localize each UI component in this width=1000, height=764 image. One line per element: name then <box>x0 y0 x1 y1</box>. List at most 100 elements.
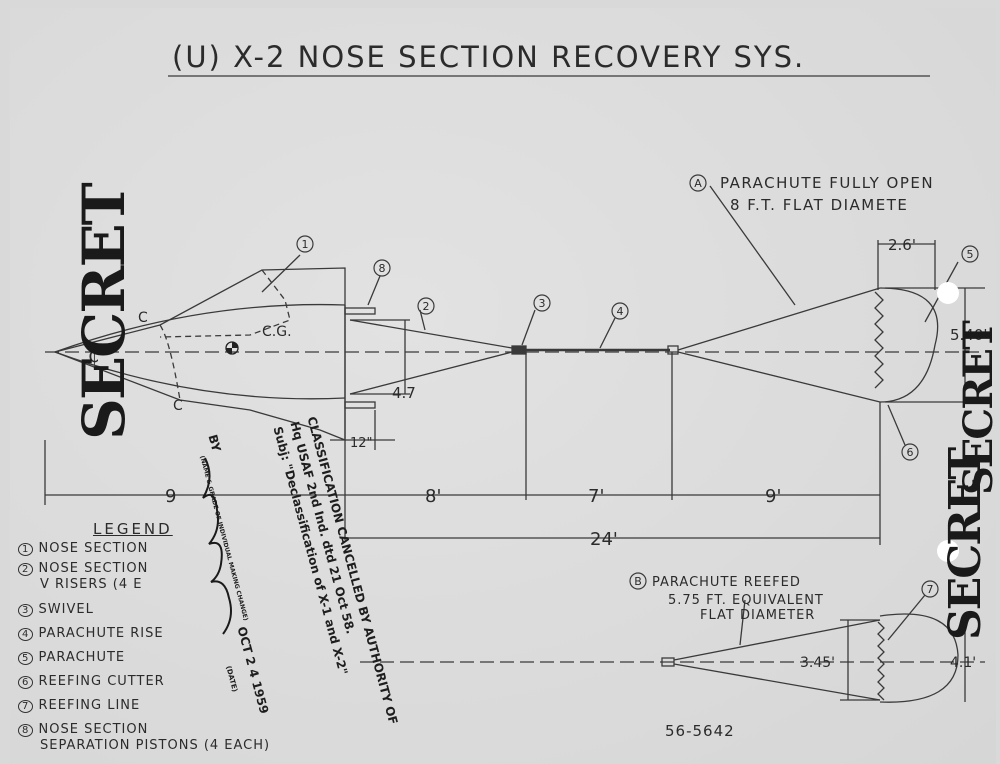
label-cg: C.G. <box>262 324 292 340</box>
callout-circle-1 <box>296 235 314 253</box>
open-canopy <box>879 287 939 403</box>
nose-hidden-line <box>159 269 291 338</box>
dim-4-1: 4.1' <box>950 655 976 671</box>
piston-lower <box>344 401 376 409</box>
label-parachute-reefed-3: FLAT DIAMETER <box>700 608 815 623</box>
legend-item-8: 8 NOSE SECTION <box>18 722 148 737</box>
legend-text: PARACHUTE RISE <box>38 626 164 641</box>
legend-item-2: 2 NOSE SECTION <box>18 561 148 576</box>
leader-3 <box>521 309 536 346</box>
legend-item-8-line2: SEPARATION PISTONS (4 EACH) <box>40 738 271 753</box>
leader-a <box>709 185 796 306</box>
v-riser-lower <box>349 351 513 395</box>
dim-4-7: 4.7 <box>392 384 416 402</box>
dim-5-40: 5.40' <box>950 326 988 344</box>
legend-item-5: 5 PARACHUTE <box>18 650 125 665</box>
cg-symbol <box>225 341 239 355</box>
reefing-zigzag <box>874 291 884 389</box>
leader-b <box>739 599 746 646</box>
legend-num: 1 <box>18 543 34 556</box>
drawing-number: 56-5642 <box>665 722 735 740</box>
dim-24: 24' <box>590 529 618 550</box>
label-parachute-open-1: PARACHUTE FULLY OPEN <box>720 174 934 192</box>
legend-num: 2 <box>18 563 34 576</box>
punch-hole-bottom <box>937 540 959 562</box>
page-title: (U) X-2 NOSE SECTION RECOVERY SYS. <box>172 40 806 74</box>
marker-a: A <box>694 177 702 190</box>
leader-2 <box>419 309 426 331</box>
label-c-bottom: C <box>173 398 183 414</box>
reefed-riser-link <box>661 657 675 667</box>
callout-3: 3 <box>539 297 546 310</box>
legend-item-1: 1 NOSE SECTION <box>18 541 148 556</box>
marker-circle-b <box>629 572 647 590</box>
marker-circle-a <box>689 174 707 192</box>
v-riser-upper <box>349 319 513 349</box>
marker-b: B <box>634 575 642 588</box>
callout-5: 5 <box>967 248 974 261</box>
callout-2: 2 <box>423 300 430 313</box>
punch-hole-top <box>937 282 959 304</box>
c-section-line <box>159 324 181 401</box>
legend-text: NOSE SECTION <box>38 722 149 737</box>
legend-item-3: 3 SWIVEL <box>18 602 94 617</box>
secret-mark-left: SECRET <box>70 184 138 440</box>
dim-9-right: 9' <box>765 486 781 507</box>
legend-item-2-line2: V RISERS (4 E <box>40 577 143 592</box>
callout-circle-7 <box>921 580 939 598</box>
legend-text: PARACHUTE <box>38 650 126 665</box>
label-parachute-reefed-2: 5.75 FT. EQUIVALENT <box>668 593 824 608</box>
legend-item-7: 7 REEFING LINE <box>18 698 140 713</box>
label-c-top: C <box>138 310 148 326</box>
reefed-canopy <box>879 613 959 703</box>
legend-text: REEFING LINE <box>38 698 141 713</box>
leader-4 <box>599 317 616 349</box>
leader-1 <box>261 254 301 293</box>
legend-text: NOSE SECTION <box>38 561 149 576</box>
dim-12: 12" <box>350 436 373 451</box>
reefed-line-lower <box>673 663 881 701</box>
legend-title: LEGEND <box>93 520 173 538</box>
nose-lower-contour <box>54 351 346 400</box>
legend-num: 5 <box>18 652 34 665</box>
callout-4: 4 <box>617 305 624 318</box>
legend-num: 4 <box>18 628 34 641</box>
legend-num: 3 <box>18 604 34 617</box>
callout-circle-8 <box>373 259 391 277</box>
reefed-line-upper <box>673 619 881 661</box>
leader-7 <box>887 594 926 641</box>
legend-num: 8 <box>18 724 34 737</box>
label-parachute-open-2: 8 F.T. FLAT DIAMETE <box>730 196 908 214</box>
secret-mark-right-top: SECRET <box>955 322 1000 495</box>
nose-upper-contour <box>54 303 346 353</box>
label-centerline: ₵ <box>88 346 99 367</box>
callout-circle-2 <box>417 297 435 315</box>
legend-text: REEFING CUTTER <box>38 674 165 689</box>
dim-2-6: 2.6' <box>888 236 916 254</box>
callout-8: 8 <box>379 262 386 275</box>
dim-8: 8' <box>425 486 441 507</box>
suspension-line-lower <box>677 351 881 403</box>
legend-text: SWIVEL <box>38 602 94 617</box>
dim-7: 7' <box>588 486 604 507</box>
legend-num: 7 <box>18 700 34 713</box>
callout-circle-5 <box>961 245 979 263</box>
legend-num: 6 <box>18 676 34 689</box>
dim-9-left: 9 <box>165 486 176 507</box>
callout-1: 1 <box>302 238 309 251</box>
legend-item-4: 4 PARACHUTE RISE <box>18 626 164 641</box>
reefed-zigzag <box>877 621 885 701</box>
callout-7: 7 <box>927 583 934 596</box>
callout-6: 6 <box>907 446 914 459</box>
label-parachute-reefed-1: PARACHUTE REEFED <box>652 575 801 590</box>
signature-stroke <box>202 457 232 635</box>
legend-item-6: 6 REEFING CUTTER <box>18 674 165 689</box>
piston-upper <box>344 307 376 315</box>
leader-6 <box>887 404 906 446</box>
dim-3-45: 3.45' <box>800 655 835 671</box>
paper <box>10 8 996 764</box>
callout-circle-4 <box>611 302 629 320</box>
